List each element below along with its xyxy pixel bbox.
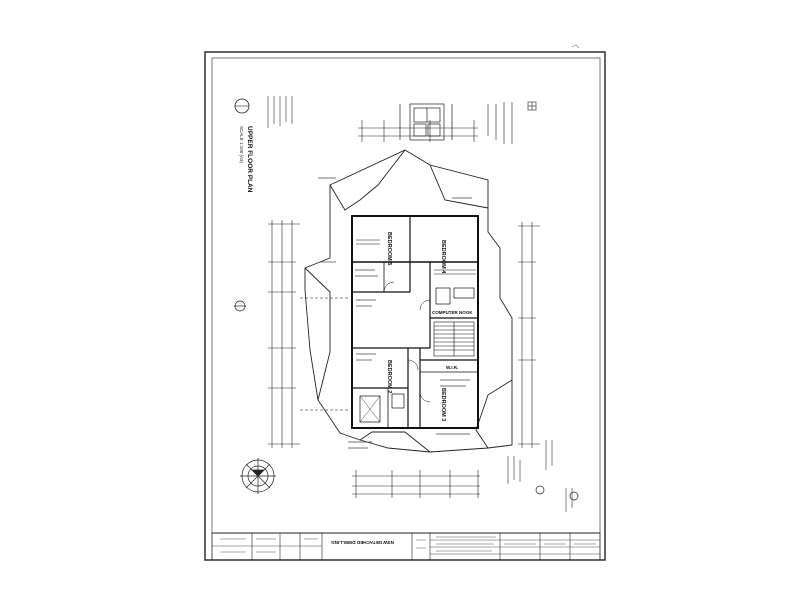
room-computer-nook: COMPUTER NOOK [432,310,473,315]
pencil-mark [571,44,585,59]
plan-title: UPPER FLOOR PLAN [246,126,253,193]
room-bedroom-5: BEDROOM 5 [386,232,392,265]
room-bedroom-4: BEDROOM 4 [440,240,446,274]
room-bedroom-3: BEDROOM 3 [440,388,446,421]
room-bedroom-2: BEDROOM 2 [386,360,392,393]
window-detail [399,103,453,141]
plan-scale: SCALE 1:100 (A3) [239,126,244,164]
title-block-fine-print [220,536,596,553]
room-wir: W.I.R. [446,365,458,370]
section-marker-icons [234,300,579,501]
title-block [211,532,601,561]
side-notes [507,440,573,512]
plan-title-block: UPPER FLOOR PLAN SCALE 1:100 (A3) [234,96,293,193]
plan-annotations [318,177,472,449]
wall-layout [300,215,479,429]
legend-block [487,101,537,144]
project-title: NSW DETACHED DWELLING [331,540,394,545]
dimension-lines [268,120,540,498]
roof-outline [304,149,513,453]
room-labels: BEDROOM 4 BEDROOM 5 BEDROOM 2 BEDROOM 3 … [386,232,473,421]
north-point-icon [240,458,276,494]
